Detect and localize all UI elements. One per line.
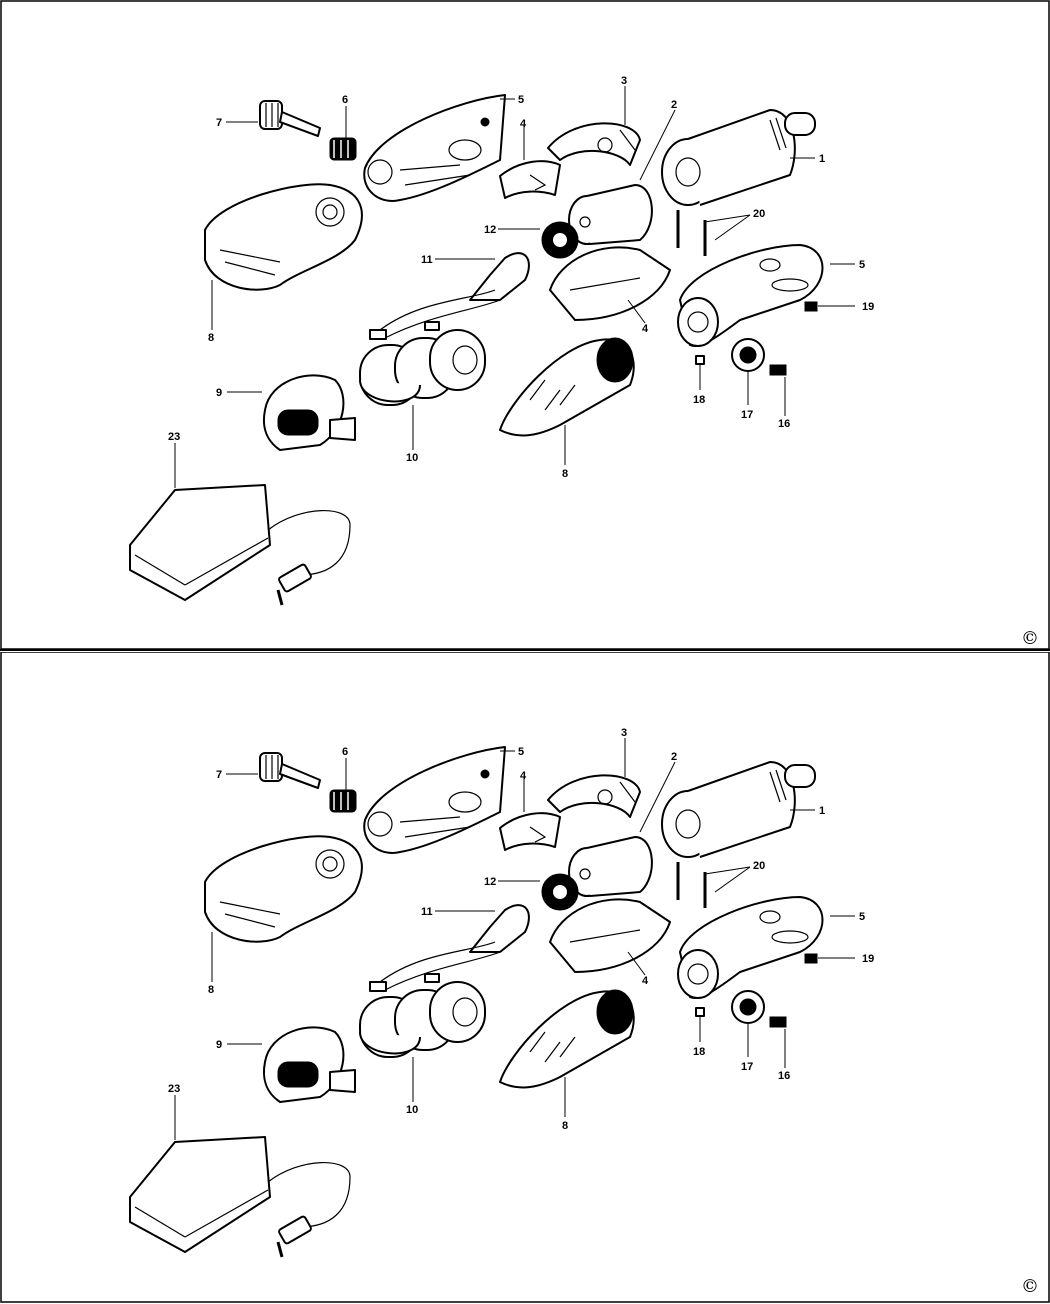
part-label: 4 [642,975,649,987]
part-label: 17 [741,409,753,421]
part-3-collar [547,122,641,166]
part-label: 23 [168,1083,180,1095]
exploded-view-drawing: 1 2 3 4 4 5 5 6 7 8 8 9 10 11 12 16 17 1… [0,0,1050,651]
copyright-mark: © [1021,1276,1039,1297]
part-9-cap [262,374,356,451]
callout-leaders [174,86,855,488]
part-20-pins [676,210,707,256]
part-10-battery [359,329,486,406]
part-label: 10 [406,452,418,464]
part-label: 19 [862,953,874,965]
part-label: 8 [562,468,568,480]
part-12-brush-holder [541,221,579,259]
part-4-switch [499,160,561,199]
part-label: 1 [819,805,825,817]
exploded-view-drawing: 1 2 3 4 4 5 5 6 7 8 8 9 10 11 12 16 17 1… [0,652,1050,1303]
part-label: 8 [208,984,214,996]
parts-artwork-copy [128,745,824,1259]
part-label: 7 [216,117,222,129]
part-2-motor [568,184,653,245]
part-label: 9 [216,387,222,399]
part-label: 4 [520,118,527,130]
part-17-gear [731,338,765,372]
part-label: 3 [621,75,627,87]
part-11-wiring [369,252,530,340]
part-label: 3 [621,727,627,739]
part-label: 1 [819,153,825,165]
panel-frame [0,652,1050,1303]
part-16-screw [769,364,787,376]
part-label: 5 [518,94,524,106]
part-5-housing-right [677,244,824,347]
part-4-carrier [549,246,671,321]
part-label: 4 [642,323,649,335]
part-label: 6 [342,94,348,106]
part-label: 16 [778,418,790,430]
part-23-charger [129,484,351,606]
diagram-panel-top: 1 2 3 4 4 5 5 6 7 8 8 9 10 11 12 16 17 1… [0,0,1050,651]
part-1-chuck [661,109,816,206]
part-label: 6 [342,746,348,758]
part-7-shaft [259,100,321,137]
diagram-panel-bottom: 1 2 3 4 4 5 5 6 7 8 8 9 10 11 12 16 17 1… [0,652,1050,1304]
part-label: 17 [741,1061,753,1073]
part-label: 5 [859,911,865,923]
part-label: 18 [693,1046,705,1058]
part-label: 12 [484,876,496,888]
part-label: 5 [859,259,865,271]
part-8-handle-right [499,337,635,437]
callout-labels: 1 2 3 4 4 5 5 6 7 8 8 9 10 11 12 16 17 1… [168,727,1039,1297]
part-18-pin [695,355,705,365]
part-label: 9 [216,1039,222,1051]
part-label: 16 [778,1070,790,1082]
copyright-mark: © [1021,628,1039,649]
callout-labels: 1 2 3 4 4 5 5 6 7 8 8 9 10 11 12 16 17 1… [168,75,1039,649]
part-label: 10 [406,1104,418,1116]
part-label: 20 [753,860,765,872]
part-label: 7 [216,769,222,781]
part-label: 11 [421,906,433,918]
part-label: 2 [671,751,677,763]
part-8-handle-left [204,183,363,291]
part-label: 12 [484,224,496,236]
part-5-housing-top [363,94,506,202]
callout-leaders [174,738,855,1140]
part-label: 11 [421,254,433,266]
part-label: 8 [562,1120,568,1132]
part-label: 23 [168,431,180,443]
part-label: 4 [520,770,527,782]
part-label: 8 [208,332,214,344]
part-label: 2 [671,99,677,111]
part-label: 18 [693,394,705,406]
part-label: 19 [862,301,874,313]
part-label: 5 [518,746,524,758]
part-19-screw [804,301,818,312]
parts-artwork [129,94,824,606]
part-6-spring [329,137,357,161]
part-label: 20 [753,208,765,220]
